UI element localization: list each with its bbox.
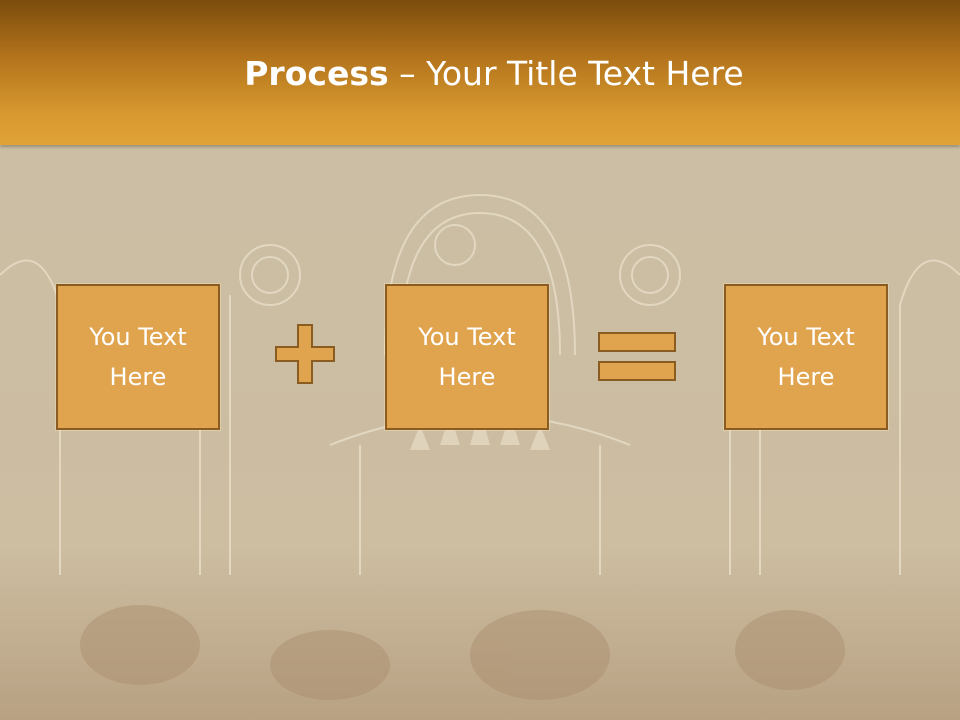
process-box-1-text: You Text Here bbox=[89, 323, 187, 391]
title-bar: Process – Your Title Text Here bbox=[0, 0, 960, 145]
slide-title[interactable]: Process – Your Title Text Here bbox=[0, 52, 960, 96]
background-photo-illumination bbox=[0, 145, 960, 720]
title-bold-text: Process bbox=[244, 54, 389, 93]
process-box-2-text: You Text Here bbox=[418, 323, 516, 391]
process-box-2[interactable]: You Text Here bbox=[385, 284, 549, 430]
process-box-1[interactable]: You Text Here bbox=[56, 284, 220, 430]
title-rest-text: – Your Title Text Here bbox=[388, 54, 744, 93]
process-box-3[interactable]: You Text Here bbox=[724, 284, 888, 430]
process-box-3-text: You Text Here bbox=[757, 323, 855, 391]
